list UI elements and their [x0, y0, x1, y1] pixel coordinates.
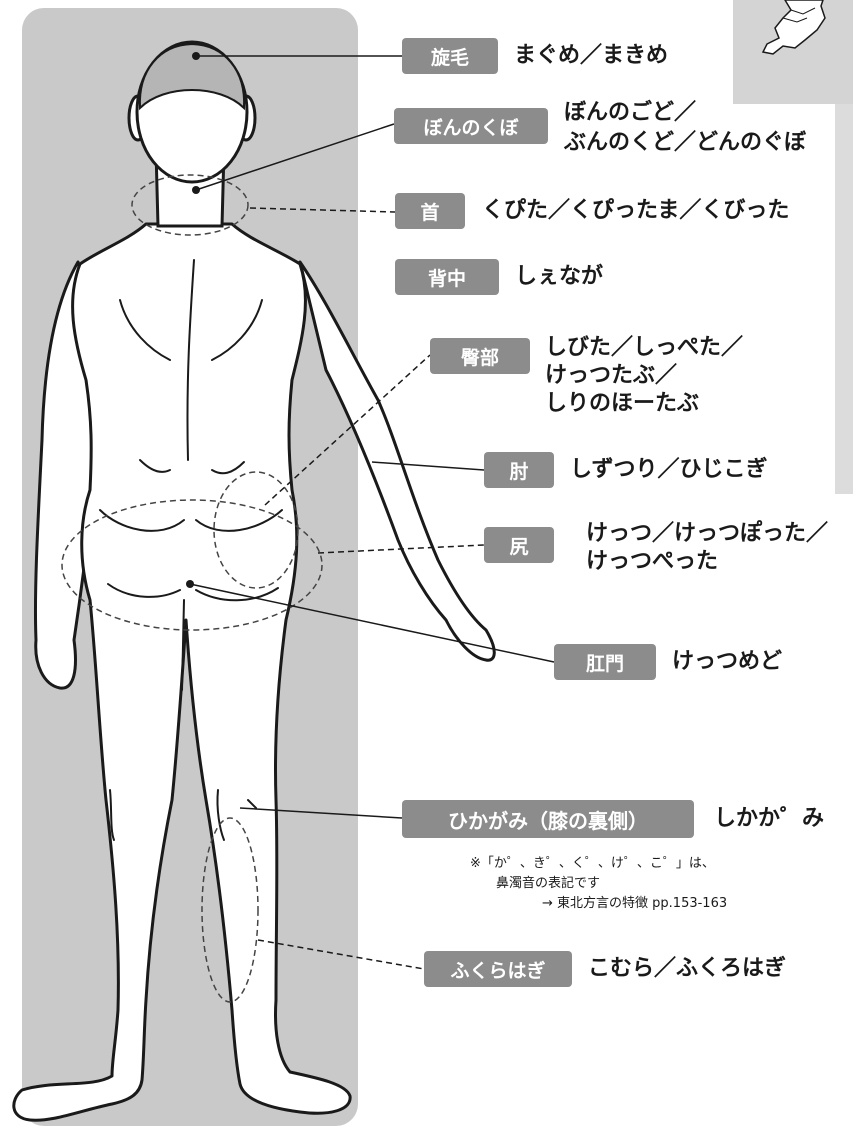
hair-shape [138, 42, 246, 111]
dialect-kubi: くぴた／くぴったま／くびった [482, 198, 790, 223]
tag-shiri: 尻 [484, 527, 554, 563]
dialect-fukurahagi: こむら／ふくろはぎ [588, 956, 787, 981]
dialect-tsumuji: まぐめ／まきめ [514, 43, 669, 68]
tag-senaka: 背中 [395, 259, 499, 295]
body-outline [12, 222, 496, 1122]
dialect-bonnokubo: ぼんのごど／ ぶんのくど／どんのぐぼ [564, 100, 807, 155]
tag-tsumuji: 旋毛 [402, 38, 498, 74]
region-map-inset [733, 0, 853, 104]
dialect-hikagami: しかか゜み [714, 806, 825, 831]
dialect-koumon: けっつめど [672, 649, 783, 674]
tag-fukurahagi: ふくらはぎ [424, 951, 572, 987]
note-line-2: 鼻濁音の表記です [496, 876, 601, 891]
note-line-1: ※「か゜、き゜、く゜、け゜、こ゜」は、 [470, 856, 715, 871]
anatomy-detail-lines [99, 259, 283, 841]
dialect-hiji: しずつり／ひじこぎ [570, 457, 768, 482]
dialect-senaka: しぇなが [515, 264, 604, 289]
note-line-3: → 東北方言の特徴 pp.153-163 [542, 896, 728, 911]
side-margin-strip [835, 104, 853, 494]
region-highlights [61, 174, 323, 1003]
leader-lines [189, 55, 555, 970]
tag-hiji: 肘 [484, 452, 554, 488]
tag-koumon: 肛門 [554, 644, 656, 680]
tag-hikagami: ひかがみ（膝の裏側） [402, 800, 694, 838]
dialect-shiri: けっつ／けっつぽった／ けっつぺった [586, 521, 829, 574]
tag-bonnokubo: ぼんのくぼ [394, 108, 548, 144]
tag-denbu: 臀部 [430, 338, 530, 374]
tag-kubi: 首 [395, 193, 465, 229]
anchor-dots [186, 52, 200, 588]
dialect-denbu: しびた／しっぺた／ けっつたぶ／ しりのほーたぶ [545, 335, 744, 416]
